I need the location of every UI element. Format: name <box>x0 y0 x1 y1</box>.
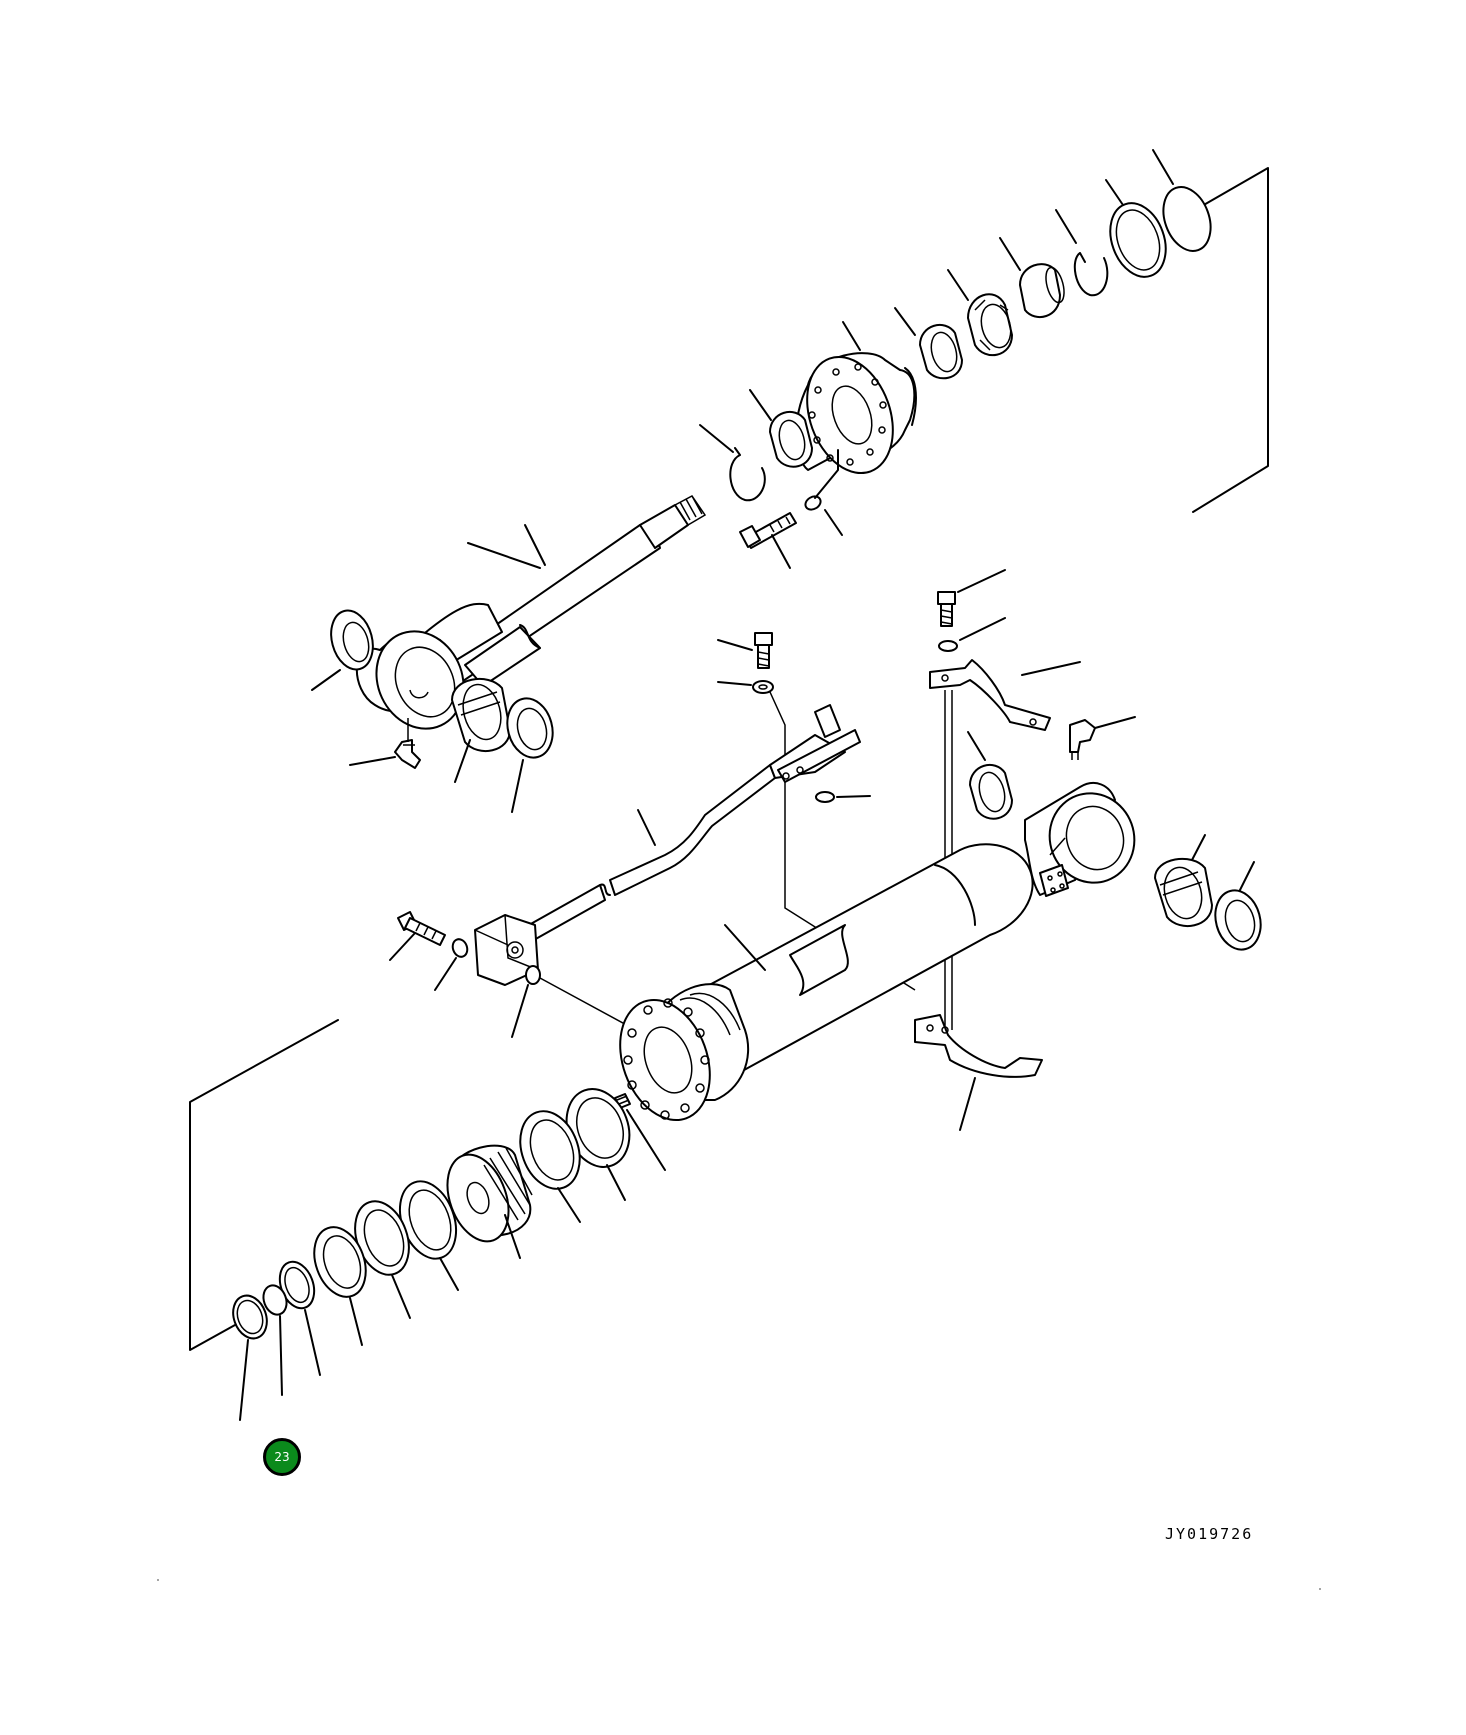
pipe-o-ring <box>815 791 871 803</box>
piston-ring-c <box>398 1180 459 1291</box>
elbow-fitting <box>1069 716 1136 760</box>
head-bolt <box>739 512 797 569</box>
clamp-washer-upper <box>938 617 1006 652</box>
cylinder-head <box>795 321 917 475</box>
cylinder-head-end <box>1024 782 1136 897</box>
flange-bolt <box>389 911 446 961</box>
head-bushing-side <box>967 731 1013 820</box>
rod-packing <box>947 269 1013 357</box>
pipe-bolt <box>717 632 773 669</box>
pipe-clamp-lower <box>914 1014 1043 1131</box>
bottom-seal <box>1214 861 1262 951</box>
rod-end-seal <box>506 697 554 813</box>
piston-ring-b <box>519 1110 581 1223</box>
stray-dot-left <box>157 1579 159 1581</box>
wiper-ring <box>1105 179 1167 278</box>
lock-ring <box>232 1294 268 1421</box>
clamp-bolt-upper <box>937 569 1006 627</box>
seal-ring-right-end <box>1152 149 1212 252</box>
bottom-bushing <box>1154 834 1213 927</box>
rod-end-bushing-right <box>451 678 511 783</box>
steel-ball <box>262 1284 288 1396</box>
piston-ring-d <box>354 1200 411 1319</box>
dust-seal <box>999 237 1065 318</box>
cylinder-tube <box>699 843 1034 1076</box>
flange-block <box>474 914 539 986</box>
piston <box>446 1144 533 1259</box>
lower-group-bracket <box>189 1019 339 1351</box>
piston-ring-e <box>313 1226 367 1346</box>
buffer-ring <box>894 307 963 380</box>
grease-fitting-rod <box>349 718 421 769</box>
bushing-upper <box>749 389 813 468</box>
upper-group-bracket <box>1192 167 1269 513</box>
drawing-reference-code: JY019726 <box>1165 1525 1254 1543</box>
callout-badge[interactable]: 23 <box>263 1438 301 1476</box>
hydraulic-pipe <box>519 704 861 946</box>
flange-washer <box>434 938 469 991</box>
head-washer <box>804 449 843 536</box>
retaining-ring-upper <box>699 424 766 502</box>
gland <box>619 983 750 1122</box>
rod-end-eye <box>355 630 465 730</box>
rod-end-bushing-left <box>311 609 374 691</box>
snap-ring <box>1055 209 1109 297</box>
stray-dot-right <box>1319 1588 1321 1590</box>
